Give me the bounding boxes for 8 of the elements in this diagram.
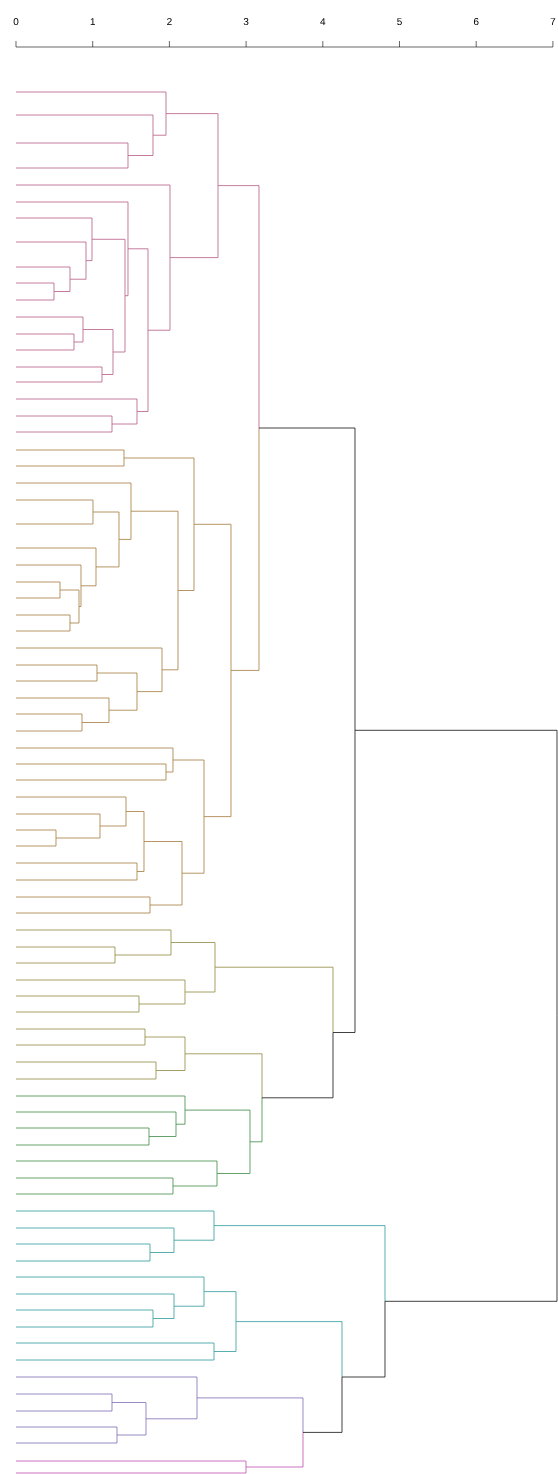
tick-label: 3 [243,18,249,26]
tick-label: 1 [90,18,95,25]
tick-label: 4 [320,18,326,25]
tick-label: 6 [473,18,479,26]
tick-label: 7 [550,18,556,25]
tick-label: 0 [13,18,19,26]
tick-label: 2 [167,18,172,25]
tick-label: 5 [397,18,402,26]
